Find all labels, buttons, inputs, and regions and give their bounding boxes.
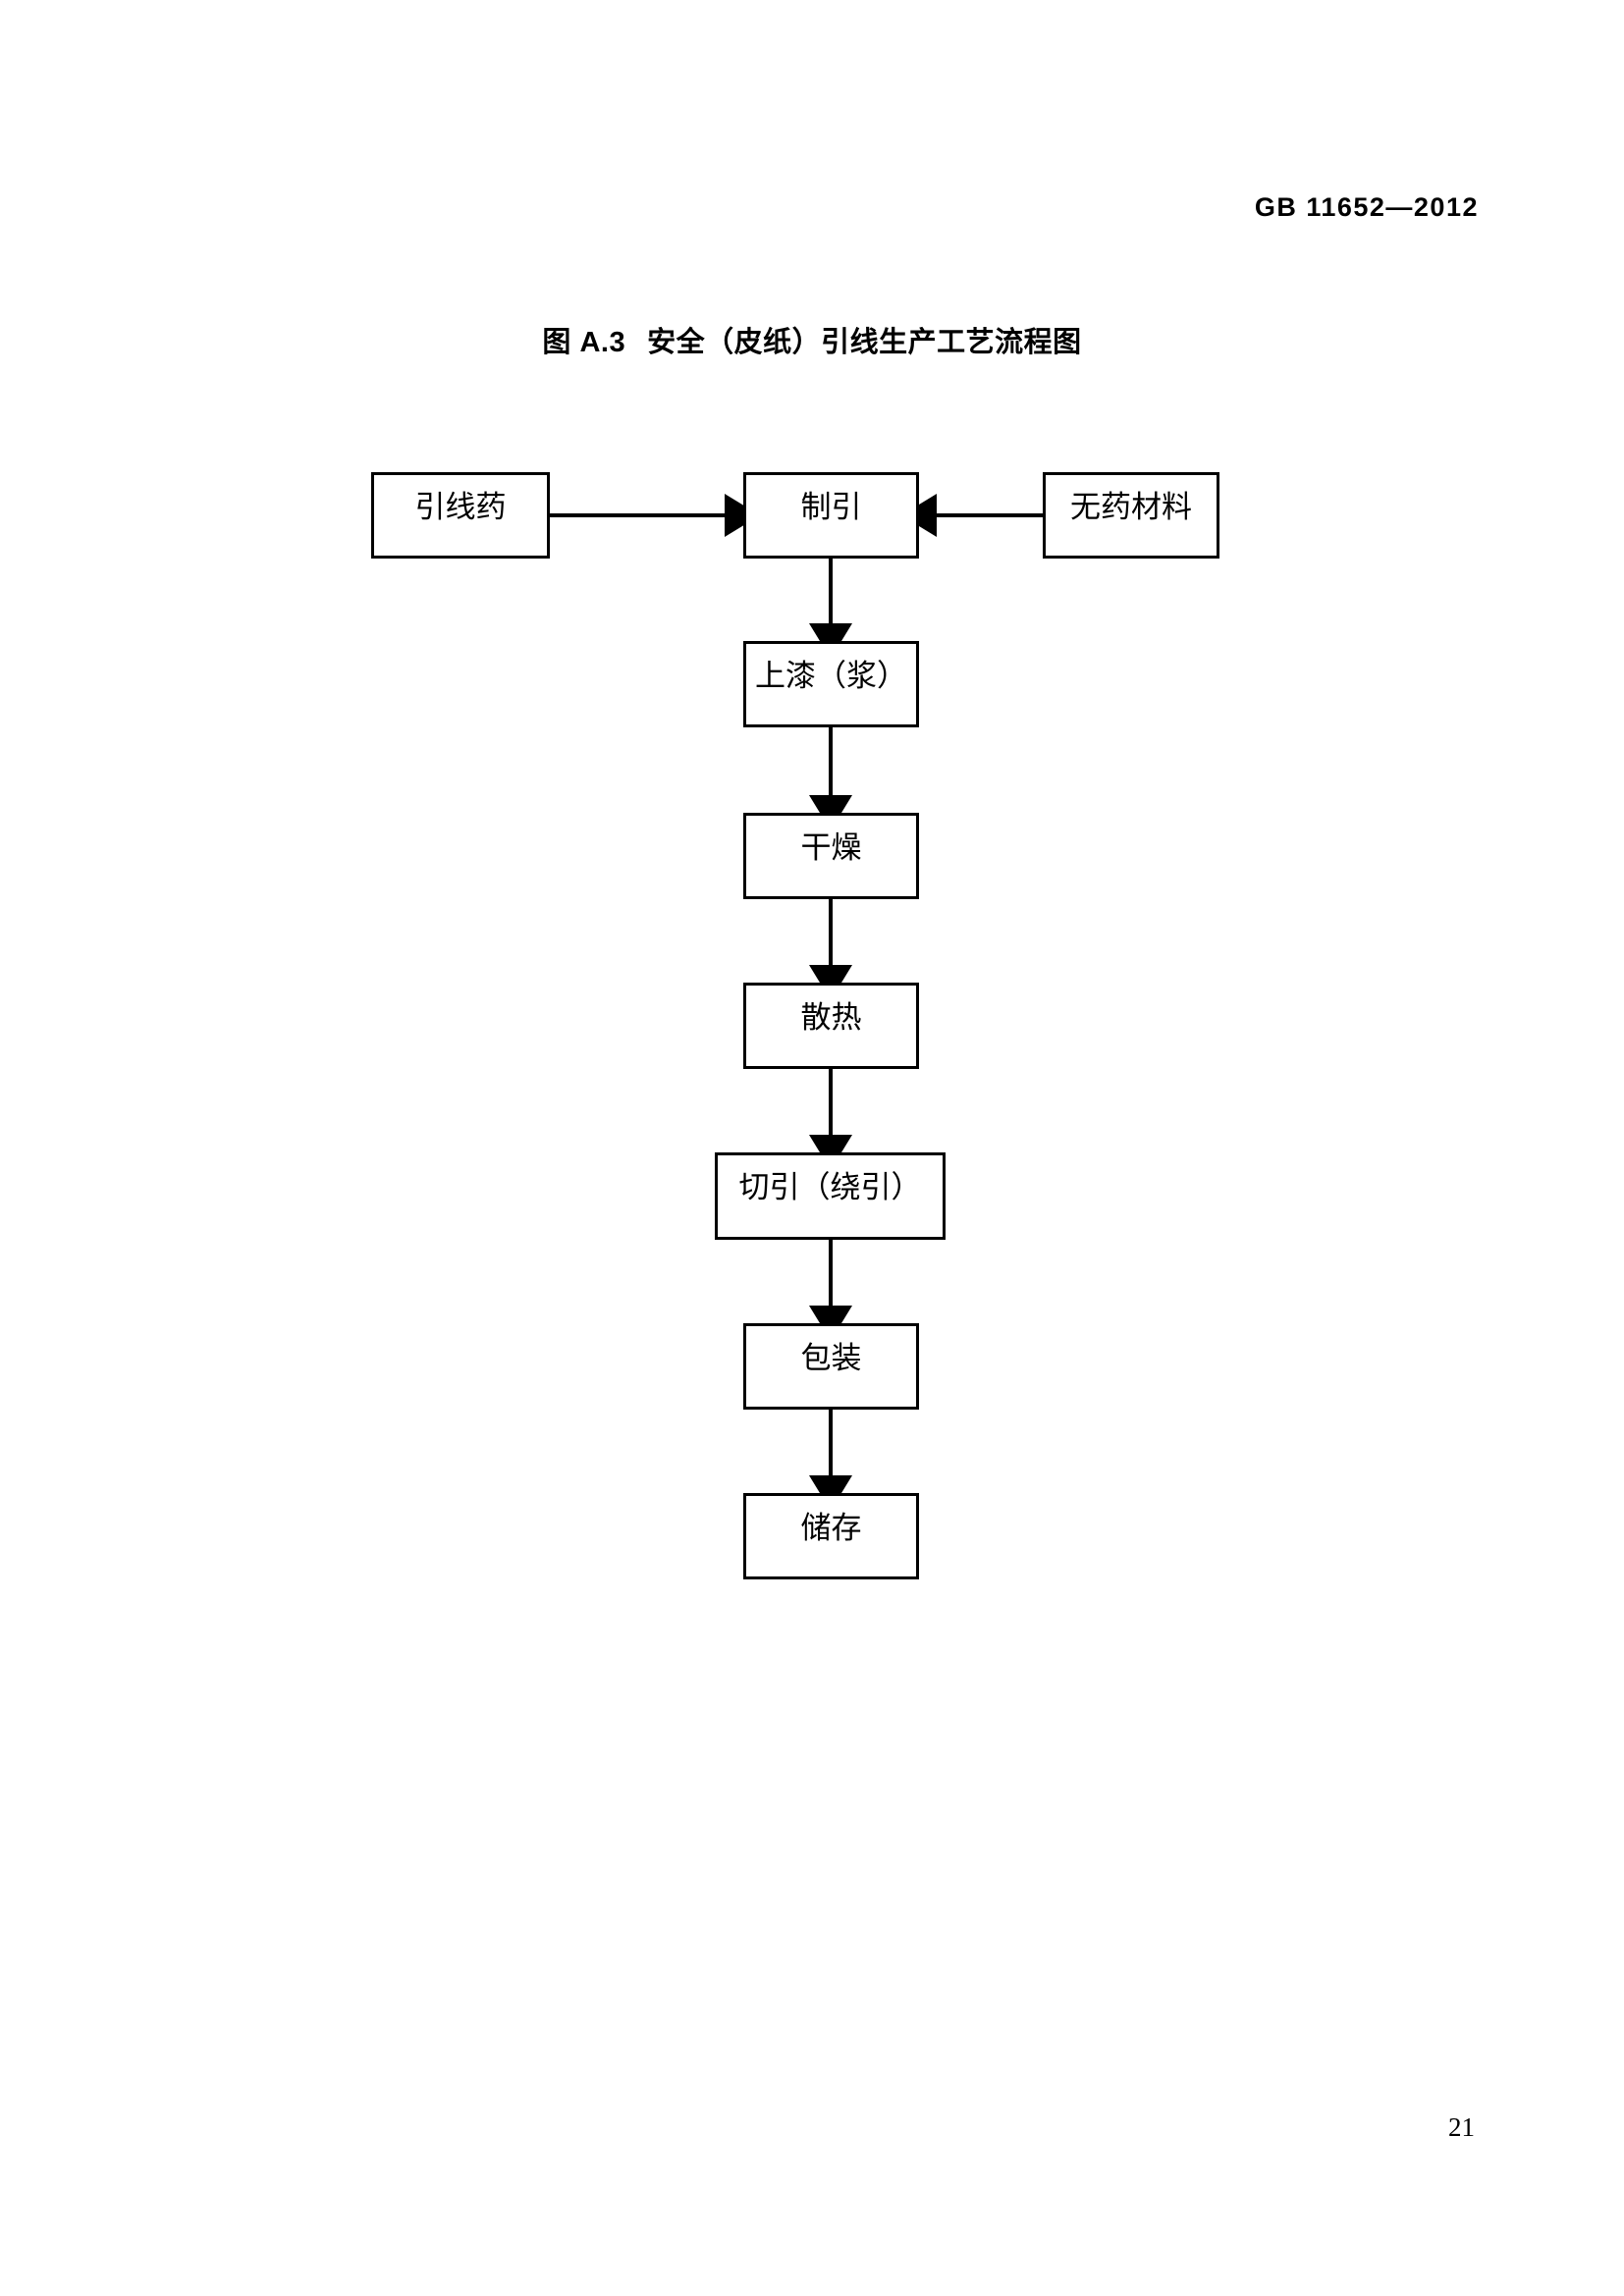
standard-number-header: GB 11652—2012 [1254,192,1479,222]
figure-number: 图 A.3 [542,327,626,358]
flow-node-label: 无药材料 [1070,489,1192,524]
flow-node-cut-or-wind[interactable]: 切引（绕引） [715,1152,946,1240]
flow-node-storage[interactable]: 储存 [743,1493,919,1579]
flow-node-label: 上漆（浆） [755,658,907,693]
flow-node-label: 包装 [800,1340,862,1375]
flow-node-label: 切引（绕引） [738,1170,922,1204]
flow-node-heat-dissipation[interactable]: 散热 [743,983,919,1069]
flow-node-raw-fuse-powder[interactable]: 引线药 [371,472,550,559]
flow-node-label: 散热 [800,999,862,1035]
page-number: 21 [1448,2112,1475,2142]
flow-node-label: 储存 [800,1510,862,1545]
flow-node-drying[interactable]: 干燥 [743,813,919,899]
flow-node-label: 干燥 [800,829,862,865]
figure-caption: 安全（皮纸）引线生产工艺流程图 [647,327,1082,358]
flow-node-make-fuse[interactable]: 制引 [743,472,919,559]
flow-node-inert-material[interactable]: 无药材料 [1043,472,1219,559]
figure-title: 图 A.3 安全（皮纸）引线生产工艺流程图 [0,319,1624,360]
flow-node-label: 引线药 [414,489,507,524]
flow-node-label: 制引 [800,489,862,524]
flow-node-packaging[interactable]: 包装 [743,1323,919,1410]
flow-node-paint-coating[interactable]: 上漆（浆） [743,641,919,727]
